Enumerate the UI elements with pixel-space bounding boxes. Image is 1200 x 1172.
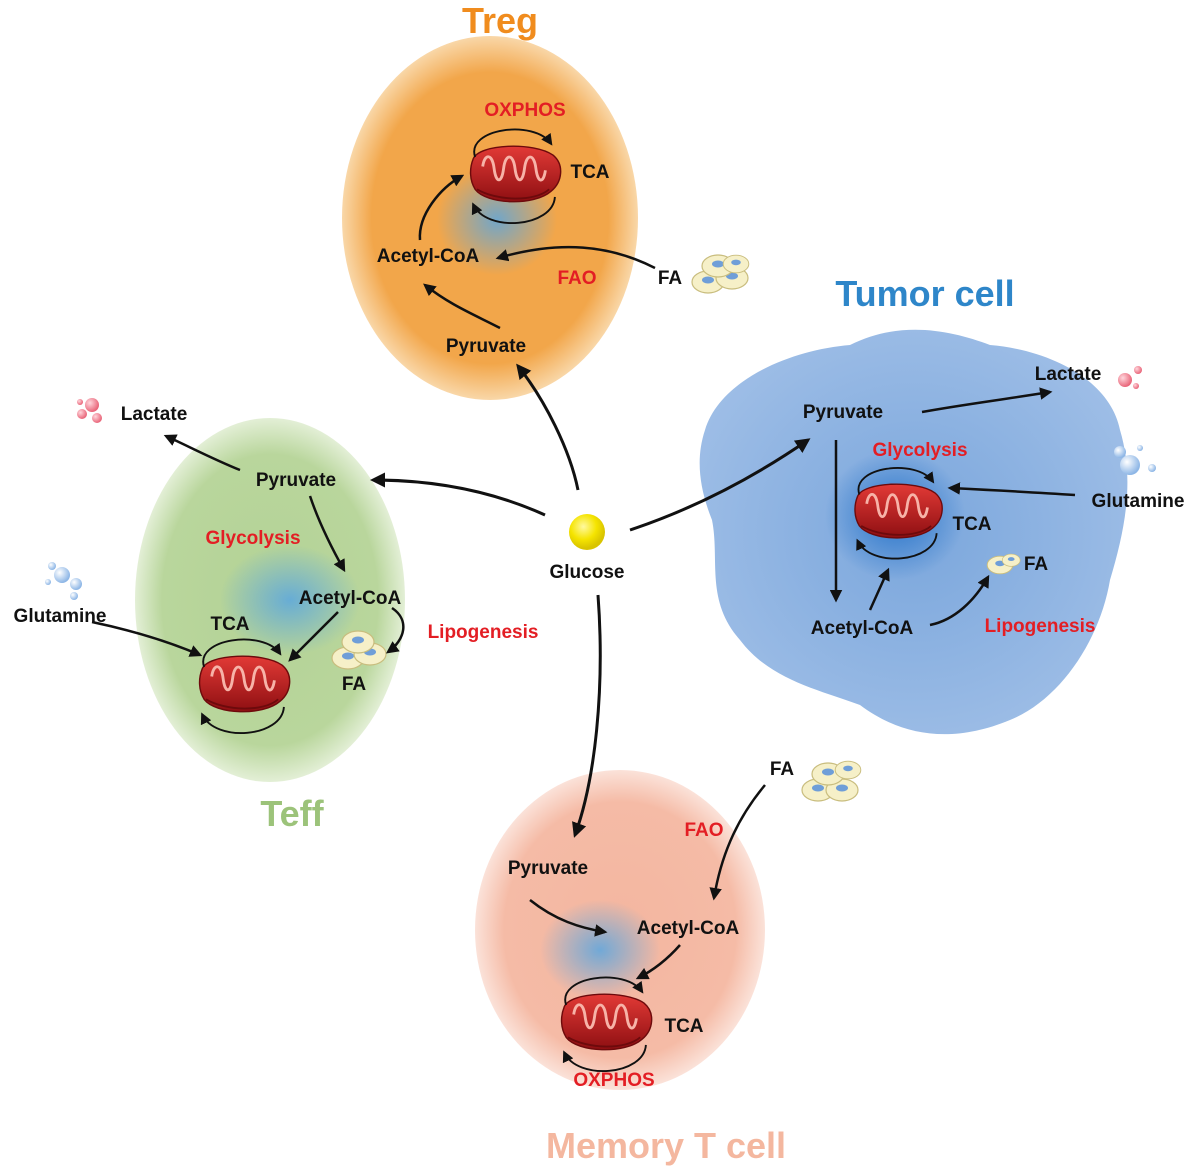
teff-fa-label: FA: [342, 674, 367, 695]
lactate-droplets-icon: [77, 398, 102, 423]
memory-fa-label: FA: [770, 759, 795, 780]
treg-title: Treg: [462, 0, 538, 41]
memory-pyruvate-label: Pyruvate: [508, 858, 588, 879]
tumor-glycolysis-label: Glycolysis: [872, 440, 967, 461]
teff-lipogenesis-label: Lipogenesis: [428, 622, 539, 643]
treg-pyruvate-label: Pyruvate: [446, 336, 526, 357]
treg-tca-label: TCA: [570, 162, 609, 183]
memory-title: Memory T cell: [546, 1125, 786, 1166]
tumor-title: Tumor cell: [835, 273, 1014, 314]
teff-title: Teff: [260, 793, 324, 834]
glucose-arrows: [370, 363, 811, 838]
treg-fa-label: FA: [658, 268, 683, 289]
tumor-lipogenesis-label: Lipogenesis: [985, 616, 1096, 637]
tumor-pyruvate-label: Pyruvate: [803, 402, 883, 423]
treg-oxphos-label: OXPHOS: [484, 100, 565, 121]
teff-glutamine-label: Glutamine: [14, 606, 107, 627]
glutamine-droplets-icon: [1114, 445, 1156, 475]
memory-t-cell: [475, 770, 765, 1090]
tumor-acetyl-coa-label: Acetyl-CoA: [811, 618, 914, 639]
memory-tca-label: TCA: [664, 1016, 703, 1037]
treg-pathway: OXPHOS TCA Acetyl-CoA FAO FA Pyruvate: [377, 100, 750, 357]
fatty-acid-droplets-icon: [691, 254, 750, 294]
fatty-acid-droplets-icon: [801, 760, 862, 802]
tumor-pathway: Pyruvate Lactate Glycolysis TCA Glutamin…: [803, 364, 1185, 639]
tumor-fa-label: FA: [1024, 554, 1049, 575]
memory-pathway: FA FAO Pyruvate Acetyl-CoA TCA OXPHOS: [508, 759, 862, 1091]
glucose-icon: [569, 514, 605, 550]
treg-fao-label: FAO: [557, 268, 596, 289]
glutamine-droplets-icon: [45, 562, 82, 600]
teff-pathway: Lactate Pyruvate Glycolysis Acetyl-CoA G…: [14, 398, 539, 733]
glucose-label: Glucose: [550, 562, 625, 583]
tumor-glutamine-label: Glutamine: [1092, 491, 1185, 512]
tumor-tca-label: TCA: [952, 514, 991, 535]
memory-oxphos-label: OXPHOS: [573, 1070, 654, 1091]
memory-acetyl-coa-label: Acetyl-CoA: [637, 918, 740, 939]
tumor-lactate-label: Lactate: [1035, 364, 1102, 385]
teff-acetyl-coa-label: Acetyl-CoA: [299, 588, 402, 609]
teff-pyruvate-label: Pyruvate: [256, 470, 336, 491]
treg-acetyl-coa-label: Acetyl-CoA: [377, 246, 480, 267]
memory-fao-label: FAO: [684, 820, 723, 841]
lactate-droplets-icon: [1118, 366, 1142, 389]
teff-tca-label: TCA: [210, 614, 249, 635]
teff-lactate-label: Lactate: [121, 404, 188, 425]
teff-glycolysis-label: Glycolysis: [205, 528, 300, 549]
